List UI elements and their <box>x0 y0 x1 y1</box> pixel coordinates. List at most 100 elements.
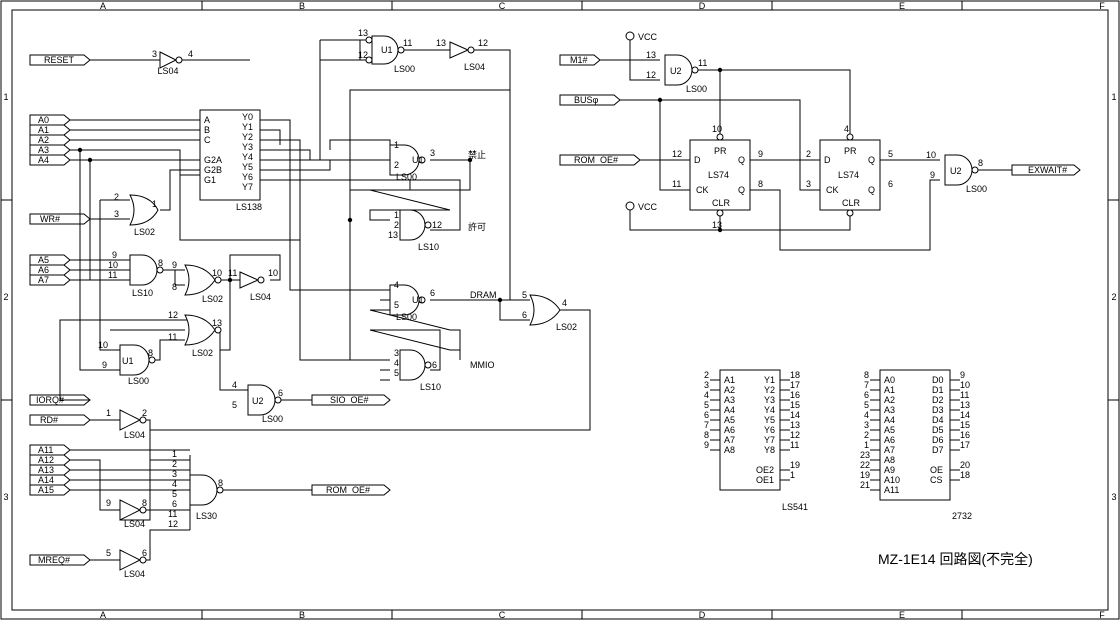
pin-num: 6 <box>142 548 147 558</box>
port-mreq <box>29 554 91 566</box>
pin-num: 9 <box>102 360 107 370</box>
pin-num: 21 <box>860 480 870 490</box>
ls138-pin-y5: Y5 <box>242 162 253 172</box>
pin-num: 13 <box>790 420 800 430</box>
nand-bubble <box>691 66 699 74</box>
ls138-pin-c: C <box>204 135 211 145</box>
port-bus-phi-label: BUSφ <box>574 95 599 105</box>
port-a3 <box>29 144 71 156</box>
ls74-a-qn: Q <box>738 185 745 195</box>
pin-num: 9 <box>960 370 965 380</box>
pin-num: 8 <box>758 179 763 189</box>
col-label-b-bottom: B <box>299 610 305 620</box>
port-rd-label: RD# <box>40 415 58 425</box>
pin-num: 9 <box>106 498 111 508</box>
ls138-pin-g2b: G2B <box>204 165 222 175</box>
col-label-f-bottom: F <box>1099 610 1105 620</box>
port-a11 <box>29 444 71 456</box>
pin-num: 8 <box>142 498 147 508</box>
port-a13-label: A13 <box>38 465 54 475</box>
pin-num: 6 <box>430 288 435 298</box>
ls541-out-0: Y1 <box>764 375 775 385</box>
ls138-pin-y2: Y2 <box>242 132 253 142</box>
pin-num: 2 <box>864 430 869 440</box>
pin-num: 18 <box>960 470 970 480</box>
pin-num: 5 <box>888 149 893 159</box>
port-sio-oe-label: SIO_OE# <box>330 395 369 405</box>
nand3-gate-a5a7 <box>129 254 158 286</box>
wires <box>59 39 1012 561</box>
u2-m1-name: U2 <box>670 66 682 76</box>
port-wr <box>29 213 91 225</box>
ls74-b-d: D <box>824 155 831 165</box>
row-label-2-left: 2 <box>3 292 8 302</box>
pin-num: 8 <box>218 478 223 488</box>
port-rom-oe-in-label: ROM_OE# <box>574 155 618 165</box>
col-label-d-bottom: D <box>699 610 706 620</box>
pin-num: 10 <box>268 268 278 278</box>
nor-gate-dram <box>529 294 561 326</box>
not-bubble <box>139 416 147 424</box>
row-label-3-right: 3 <box>1111 492 1116 502</box>
port-a14 <box>29 474 71 486</box>
pin-num: 14 <box>960 410 970 420</box>
ls02-wr-label: LS02 <box>134 227 155 237</box>
ls541-in-2: A3 <box>724 395 735 405</box>
col-label-c-top: C <box>499 1 506 11</box>
pin-num: 9 <box>758 149 763 159</box>
ls541-in-5: A6 <box>724 425 735 435</box>
port-a6 <box>29 264 71 276</box>
port-sio-oe <box>311 394 391 406</box>
u1-top-type: LS00 <box>394 64 415 74</box>
pin-num: 6 <box>278 388 283 398</box>
junction <box>657 97 663 103</box>
ls138-pin-y6: Y6 <box>242 172 253 182</box>
pin-num: 11 <box>403 38 412 48</box>
col-label-c-bottom: C <box>499 610 506 620</box>
u2-sio-type: LS00 <box>262 414 283 424</box>
port-a12-label: A12 <box>38 455 54 465</box>
junction <box>467 157 473 163</box>
ls541-out-7: Y8 <box>764 445 775 455</box>
junction <box>77 147 83 153</box>
ports: RESET A0 A1 A2 A3 A4 WR# A5 A6 A7 IORQ# … <box>29 54 1081 566</box>
pin-num: 9 <box>704 440 709 450</box>
pin-num: 12 <box>432 220 442 230</box>
port-rom-oe-out <box>311 484 391 496</box>
row-label-2-right: 2 <box>1111 292 1116 302</box>
pin-num: 5 <box>394 300 399 310</box>
not-bubble <box>257 276 265 284</box>
ls541-ctl-0: OE2 <box>756 465 774 475</box>
pin-num: 10 <box>712 124 722 134</box>
u1-kinshi-name: U1 <box>412 155 424 165</box>
u1-low-type: LS00 <box>128 376 149 386</box>
port-a6-label: A6 <box>38 265 49 275</box>
ls74-a-q: Q <box>738 155 745 165</box>
pin-num: 7 <box>864 380 869 390</box>
c2732-out-0: D0 <box>932 375 944 385</box>
pin-num: 10 <box>98 340 108 350</box>
pin-num: 5 <box>172 489 177 499</box>
pin-num: 19 <box>790 460 800 470</box>
ls541-chip <box>719 369 781 491</box>
u2-exwait-type: LS00 <box>966 184 987 194</box>
pin-num: 5 <box>232 400 237 410</box>
col-label-b-top: B <box>299 1 305 11</box>
ls541-in-3: A4 <box>724 405 735 415</box>
port-mreq-label: MREQ# <box>38 555 70 565</box>
not-gate-a12 <box>119 499 142 521</box>
port-reset <box>29 54 91 66</box>
pin-num: 2 <box>806 149 811 159</box>
pin-num: 6 <box>432 360 437 370</box>
pin-num: 14 <box>790 410 800 420</box>
c2732-in-10: A10 <box>884 475 900 485</box>
c2732-out-5: D5 <box>932 425 944 435</box>
port-rom-oe-in <box>559 154 641 166</box>
ls04-reset-label: LS04 <box>157 66 178 76</box>
port-a4 <box>29 154 71 166</box>
port-exwait <box>1011 164 1081 176</box>
nand-bubble <box>424 221 432 229</box>
u2-exwait-name: U2 <box>950 166 962 176</box>
port-a3-label: A3 <box>38 145 49 155</box>
port-m1-label: M1# <box>570 55 588 65</box>
